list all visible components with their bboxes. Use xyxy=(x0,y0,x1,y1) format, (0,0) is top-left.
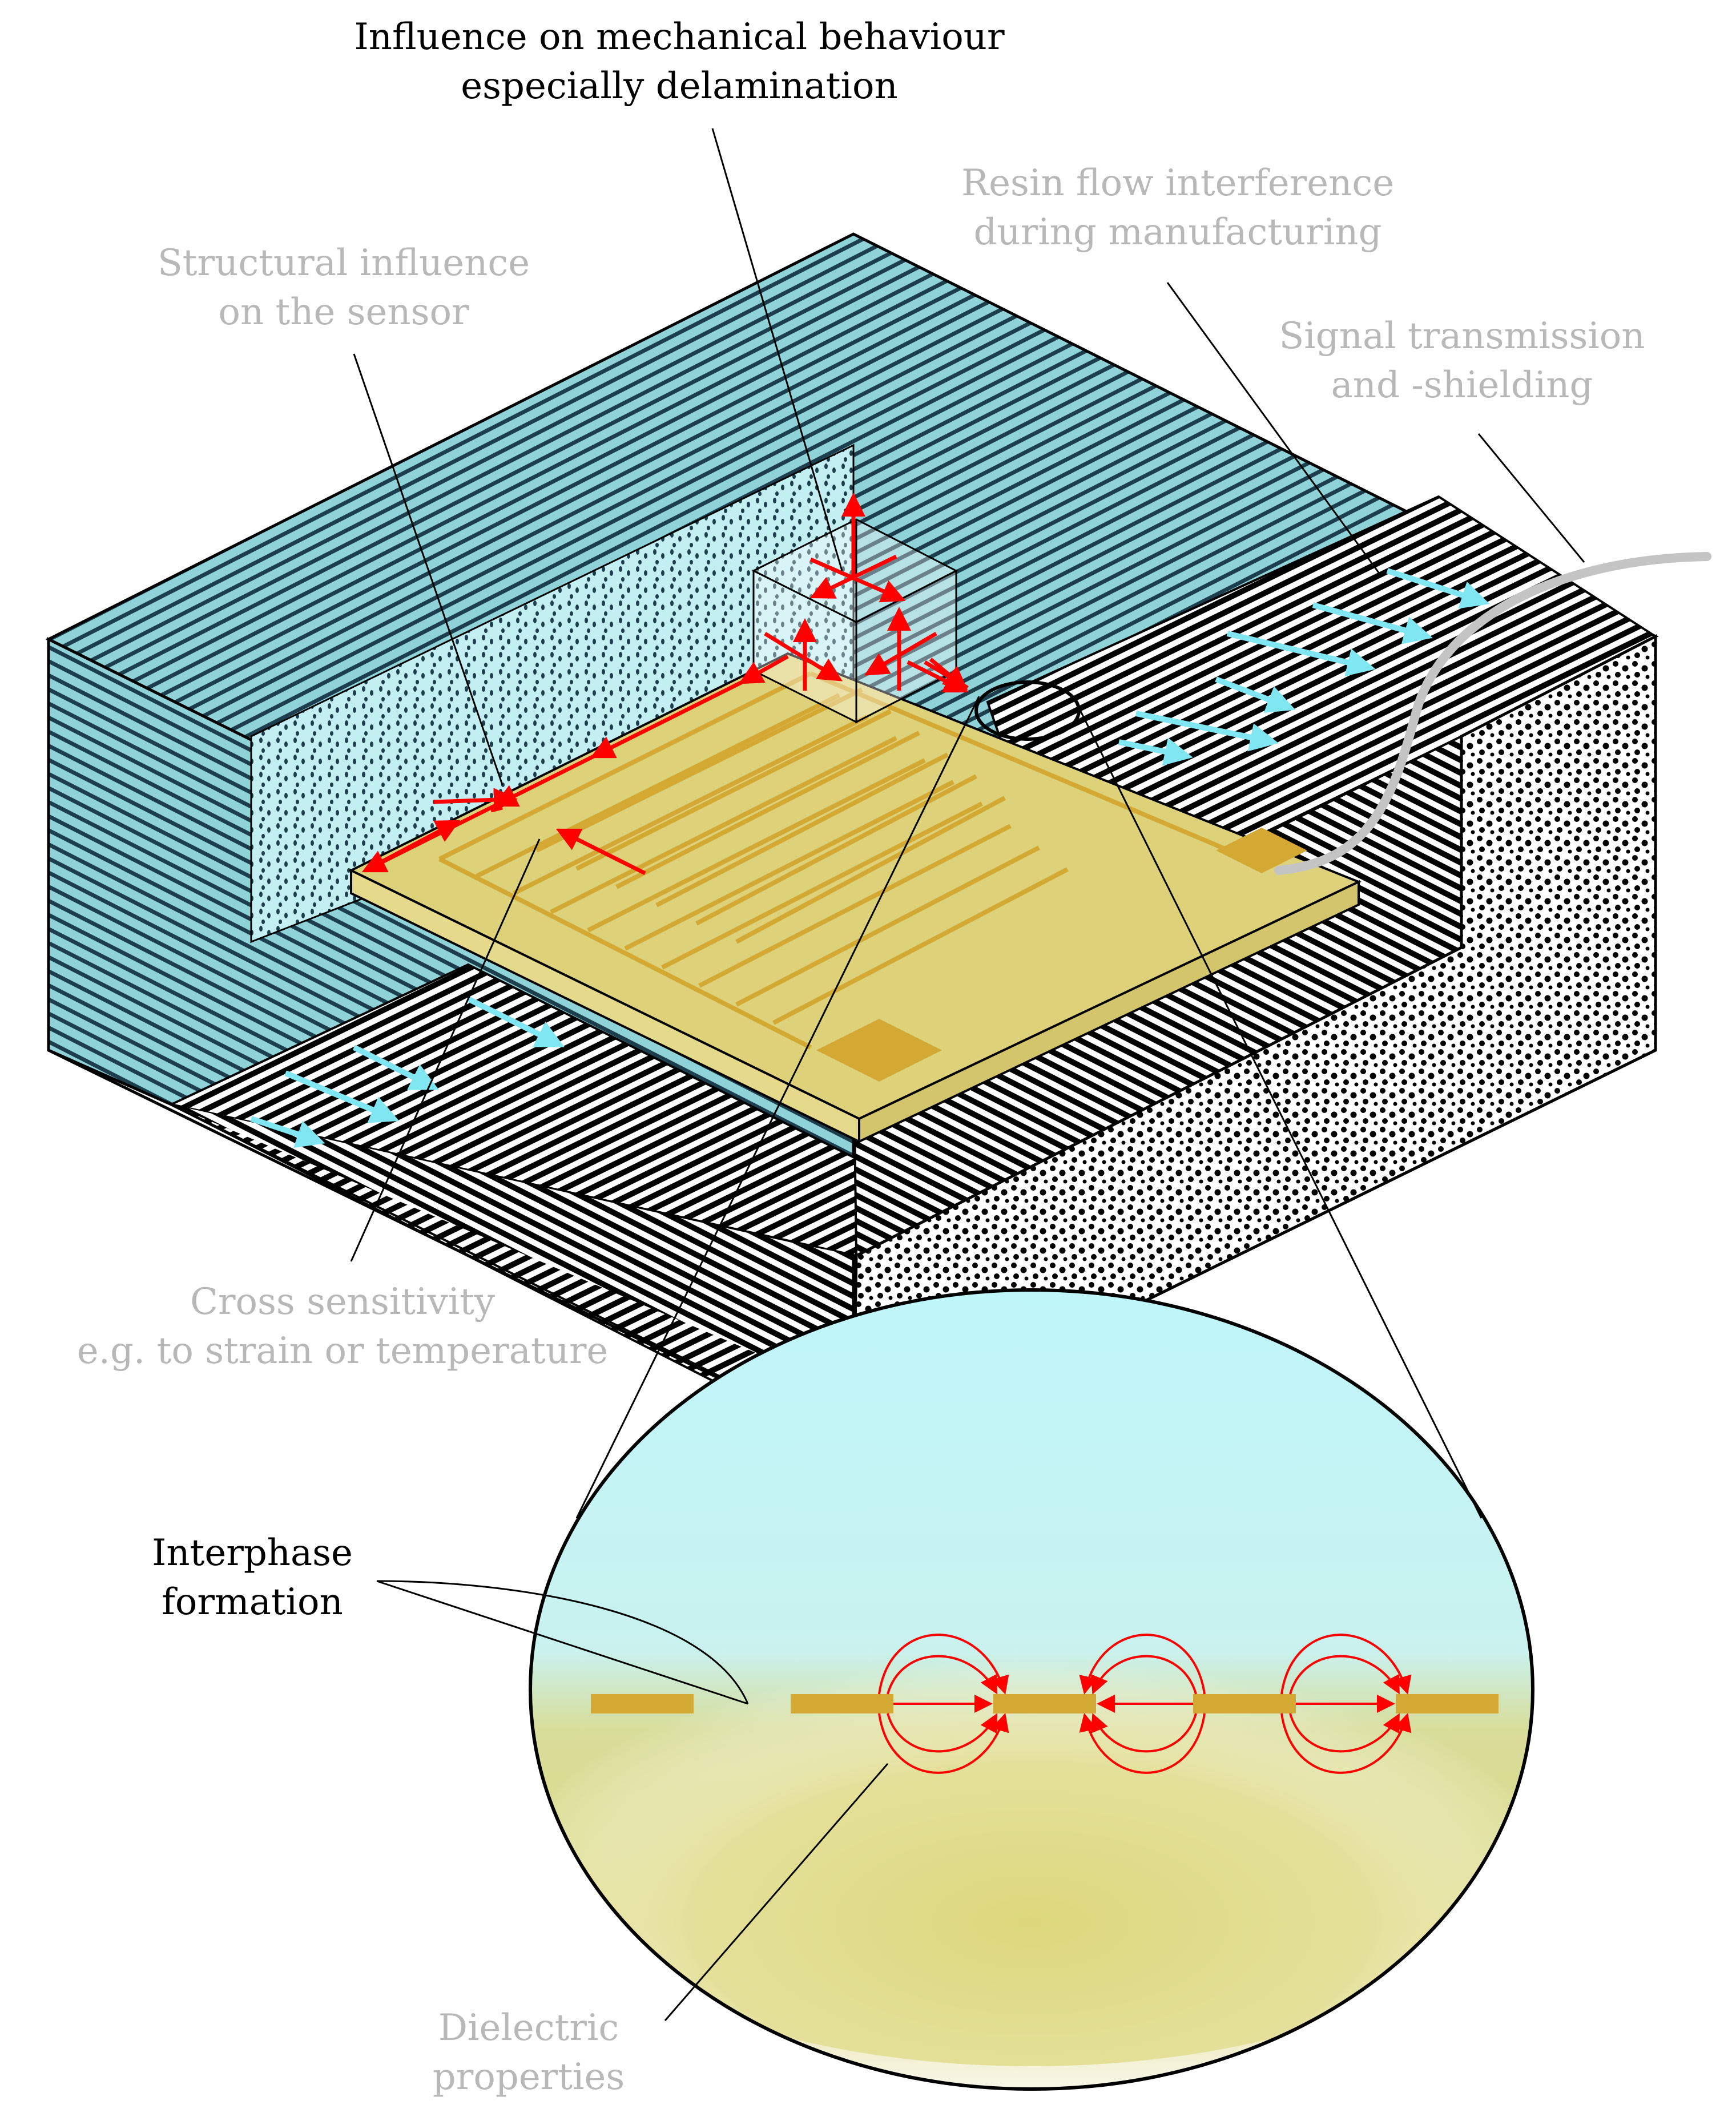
force-arrow-icon xyxy=(764,632,843,682)
label-dielectric: Dielectric properties xyxy=(433,2003,625,2102)
sensor-right-edge xyxy=(858,880,1360,1144)
electrode-cross-sections xyxy=(591,1694,1499,1713)
zoom-detail xyxy=(529,1288,1534,2091)
force-arrow-icon xyxy=(555,828,646,876)
resin-flow-arrows xyxy=(250,568,1490,1148)
force-arrow-icon xyxy=(433,788,518,812)
resin-flow-arrow-icon xyxy=(1215,676,1296,713)
label-dielectric-line2: properties xyxy=(432,2056,625,2098)
leader-lines xyxy=(350,128,1585,2021)
force-arrows xyxy=(361,493,969,876)
label-structural-line1: Structural influence xyxy=(157,242,530,284)
force-arrow-icon xyxy=(864,631,937,676)
label-mechanical-line1: Influence on mechanical behaviour xyxy=(354,16,1005,58)
lower-left-stripe-face xyxy=(171,1104,856,1396)
resin-flow-arrow-icon xyxy=(284,1070,400,1123)
label-mechanical: Influence on mechanical behaviour especi… xyxy=(354,13,1004,111)
sensor-cable-icon xyxy=(1274,552,1711,875)
force-arrow-icon xyxy=(929,658,968,691)
force-arrow-icon xyxy=(738,654,789,684)
label-cross-line1: Cross sensitivity xyxy=(190,1281,496,1323)
label-structural: Structural influence on the sensor xyxy=(158,239,530,337)
force-arrow-icon xyxy=(809,554,897,599)
label-cross-line2: e.g. to strain or temperature xyxy=(76,1330,609,1372)
resin-flow-arrow-icon xyxy=(1226,631,1376,676)
contact-pad-right xyxy=(1216,828,1307,873)
zoom-source-ring xyxy=(974,680,1081,741)
label-structural-line2: on the sensor xyxy=(218,291,469,333)
contact-pad-front xyxy=(816,1019,942,1082)
resin-flow-arrow-icon xyxy=(352,1045,439,1090)
label-interphase-line1: Interphase xyxy=(152,1532,353,1574)
label-resin: Resin flow interference during manufactu… xyxy=(961,159,1394,257)
force-arrow-icon xyxy=(590,680,743,759)
resin-flow-arrow-icon xyxy=(1135,711,1279,752)
resin-flow-arrow-icon xyxy=(1386,568,1490,609)
resin-flow-arrow-icon xyxy=(1118,737,1193,766)
interphase-leader xyxy=(376,1580,749,1704)
label-signal: Signal transmission and -shielding xyxy=(1279,312,1645,410)
label-signal-line1: Signal transmission xyxy=(1279,315,1645,357)
force-arrow-icon xyxy=(490,805,503,813)
label-mechanical-line2: especially delamination xyxy=(461,65,898,107)
resin-flow-arrow-icon xyxy=(250,1116,325,1148)
label-resin-line2: during manufacturing xyxy=(973,211,1382,253)
label-dielectric-line1: Dielectric xyxy=(438,2007,619,2049)
sensor xyxy=(348,652,1362,1144)
force-arrow-icon xyxy=(809,557,906,603)
label-signal-line2: and -shielding xyxy=(1331,364,1593,406)
label-resin-line1: Resin flow interference xyxy=(961,162,1395,204)
label-interphase-line2: formation xyxy=(162,1581,343,1623)
label-cross: Cross sensitivity e.g. to strain or temp… xyxy=(77,1277,609,1376)
label-interphase: Interphase formation xyxy=(152,1529,353,1627)
force-arrow-icon xyxy=(364,820,461,873)
resin-flow-arrow-icon xyxy=(466,996,565,1047)
electric-field-lines xyxy=(878,1634,1412,1774)
interdigital-electrodes xyxy=(438,671,1257,1050)
resin-flow-arrow-icon xyxy=(1312,602,1433,644)
